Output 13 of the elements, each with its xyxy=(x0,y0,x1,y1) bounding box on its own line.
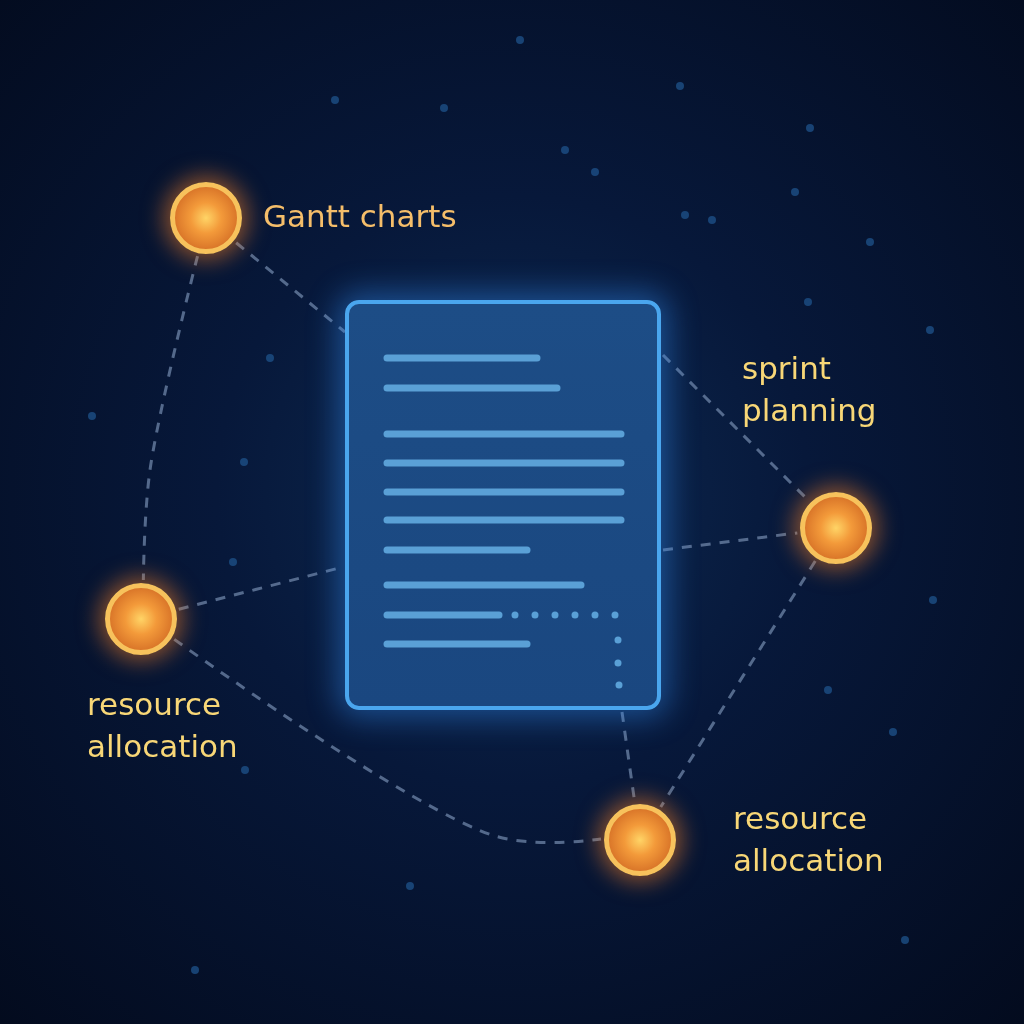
node-caption: resource allocation xyxy=(87,685,239,766)
glowing-node-circle xyxy=(170,182,242,254)
dashed-connector xyxy=(662,531,798,552)
dashed-connector xyxy=(659,560,817,808)
node-caption: Gantt charts xyxy=(263,197,458,236)
dashed-connector xyxy=(173,638,602,844)
node-caption: sprint planning xyxy=(742,349,878,430)
node-caption: resource allocation xyxy=(733,799,885,880)
dashed-connector xyxy=(235,241,346,334)
dashed-connector xyxy=(141,255,199,581)
glowing-node-circle xyxy=(800,492,872,564)
glowing-node-circle xyxy=(105,583,177,655)
glowing-node-circle xyxy=(604,804,676,876)
